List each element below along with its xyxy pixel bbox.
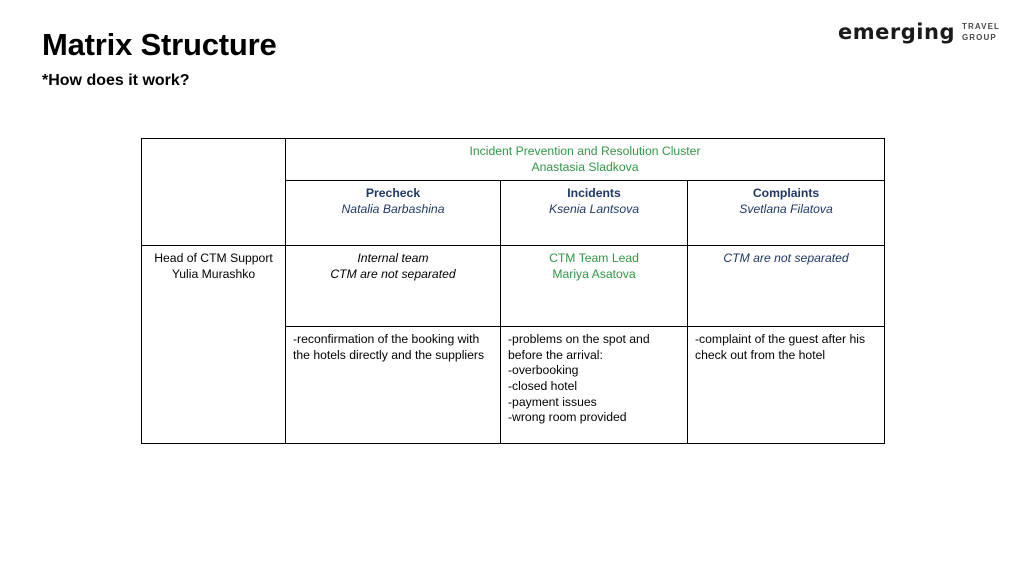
- page-subtitle: *How does it work?: [42, 72, 190, 89]
- column-header-owner: Natalia Barbashina: [341, 201, 445, 216]
- team-lead-line-2: Mariya Asatova: [552, 266, 636, 281]
- table-row-cluster: Incident Prevention and Resolution Clust…: [141, 137, 886, 247]
- detail-line: check out from the hotel: [695, 347, 826, 362]
- row-header-title: Head of CTM Support: [154, 251, 273, 266]
- detail-line: -payment issues: [508, 394, 597, 409]
- team-lead-cell-precheck: Internal team CTM are not separated: [285, 245, 501, 328]
- column-header-label: Precheck: [365, 186, 421, 201]
- table-row-discipline-headers: Precheck Natalia Barbashina Incidents Ks…: [142, 180, 886, 247]
- details-cell-precheck: -reconfirmation of the booking with the …: [285, 326, 501, 445]
- team-lead-cell-incidents: CTM Team Lead Mariya Asatova: [500, 245, 688, 328]
- detail-line: -complaint of the guest after his: [695, 332, 866, 347]
- detail-line: -problems on the spot and: [508, 332, 650, 347]
- column-header-incidents: Incidents Ksenia Lantsova: [500, 180, 688, 247]
- detail-line: before the arrival:: [508, 347, 603, 362]
- column-header-precheck: Precheck Natalia Barbashina: [285, 180, 501, 247]
- column-header-owner: Ksenia Lantsova: [548, 201, 640, 216]
- detail-line: the hotels directly and the suppliers: [293, 347, 485, 362]
- brand-tagline-line-1: TRAVEL: [961, 22, 1000, 32]
- team-lead-cell-complaints: CTM are not separated: [686, 245, 886, 328]
- row-header-head-of-ctm-support: Head of CTM Support Yulia Murashko: [141, 245, 286, 445]
- details-cell-complaints: -complaint of the guest after his check …: [686, 326, 886, 445]
- detail-line: -overbooking: [508, 363, 579, 378]
- team-lead-line-1: CTM Team Lead: [549, 251, 639, 266]
- team-lead-line-2: CTM are not separated: [330, 266, 456, 281]
- detail-line: -closed hotel: [508, 379, 578, 394]
- cluster-title: Incident Prevention and Resolution Clust…: [469, 144, 701, 158]
- matrix-corner-cell: [141, 137, 286, 247]
- details-cell-incidents: -problems on the spot and before the arr…: [500, 326, 688, 445]
- brand-tagline: TRAVEL GROUP: [962, 22, 1000, 42]
- row-header-owner: Yulia Murashko: [171, 266, 256, 281]
- table-row-team-leads: Head of CTM Support Yulia Murashko Inter…: [141, 245, 886, 445]
- column-header-complaints: Complaints Svetlana Filatova: [686, 180, 886, 247]
- column-header-label: Incidents: [567, 186, 621, 201]
- brand-wordmark: emerging: [838, 20, 955, 44]
- cluster-owner: Anastasia Sladkova: [531, 159, 639, 174]
- brand-logo: emerging TRAVEL GROUP: [838, 22, 1000, 43]
- matrix-table: Incident Prevention and Resolution Clust…: [141, 137, 886, 445]
- cluster-header-cell: Incident Prevention and Resolution Clust…: [284, 137, 886, 182]
- column-header-label: Complaints: [752, 186, 820, 201]
- brand-tagline-line-2: GROUP: [961, 32, 997, 42]
- table-row-details: -reconfirmation of the booking with the …: [142, 326, 886, 445]
- page-title: Matrix Structure: [42, 27, 277, 62]
- detail-line: -reconfirmation of the booking with: [293, 332, 480, 347]
- team-lead-line-1: CTM are not separated: [723, 251, 849, 266]
- detail-line: -wrong room provided: [508, 410, 627, 425]
- column-header-owner: Svetlana Filatova: [739, 201, 833, 216]
- team-lead-line-1: Internal team: [357, 251, 429, 266]
